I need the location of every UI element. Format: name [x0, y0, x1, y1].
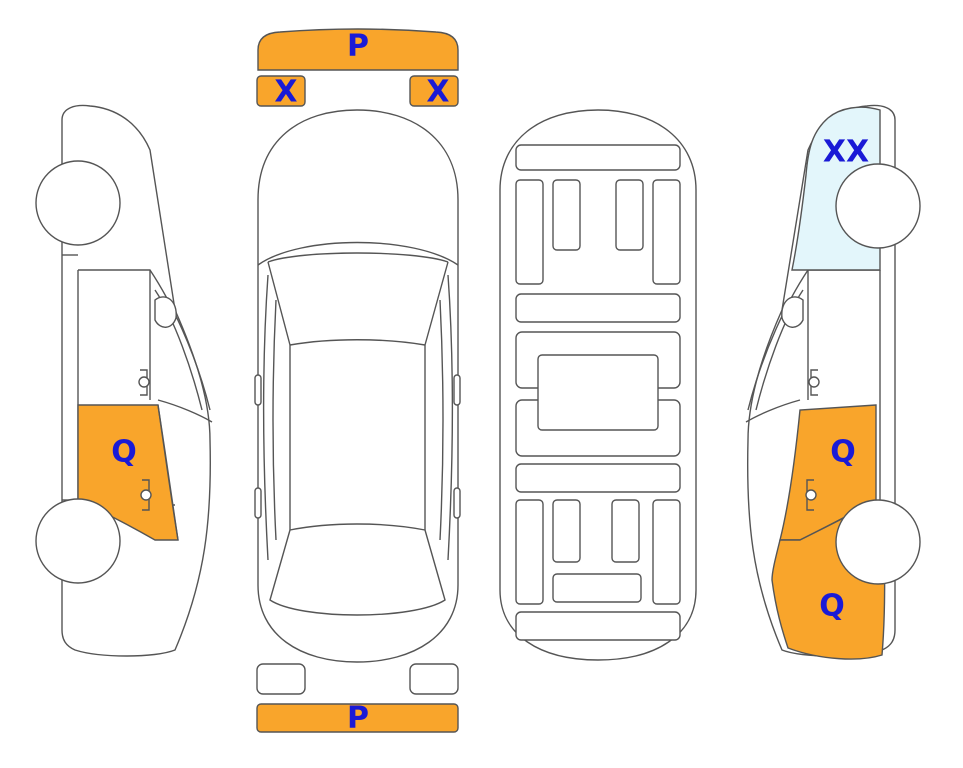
- rear-left-light-panel[interactable]: [256, 663, 306, 695]
- right-rear-quarter-code: Q: [819, 589, 845, 624]
- top-view-body: [257, 109, 459, 663]
- rear-right-light-panel[interactable]: [409, 663, 459, 695]
- right-front-fender-code: XX: [823, 135, 869, 170]
- left-front-door-code: Q: [111, 435, 137, 470]
- rear-bumper-panel[interactable]: [256, 703, 459, 733]
- front-left-light-panel[interactable]: [256, 75, 306, 107]
- left-rear-wheel[interactable]: [35, 498, 121, 584]
- front-right-light-panel[interactable]: [409, 75, 459, 107]
- right-rear-wheel[interactable]: [835, 499, 921, 585]
- right-front-wheel[interactable]: [835, 163, 921, 249]
- rear-bumper-code: P: [347, 701, 369, 736]
- front-right-light-code: X: [426, 75, 449, 110]
- front-bumper-code: P: [347, 29, 369, 64]
- left-front-wheel[interactable]: [35, 160, 121, 246]
- right-rear-door-code: Q: [830, 435, 856, 470]
- front-left-light-code: X: [274, 75, 297, 110]
- car-underbody-view: [499, 109, 697, 661]
- car-top-view: [254, 109, 461, 663]
- front-bumper-panel[interactable]: [257, 28, 459, 71]
